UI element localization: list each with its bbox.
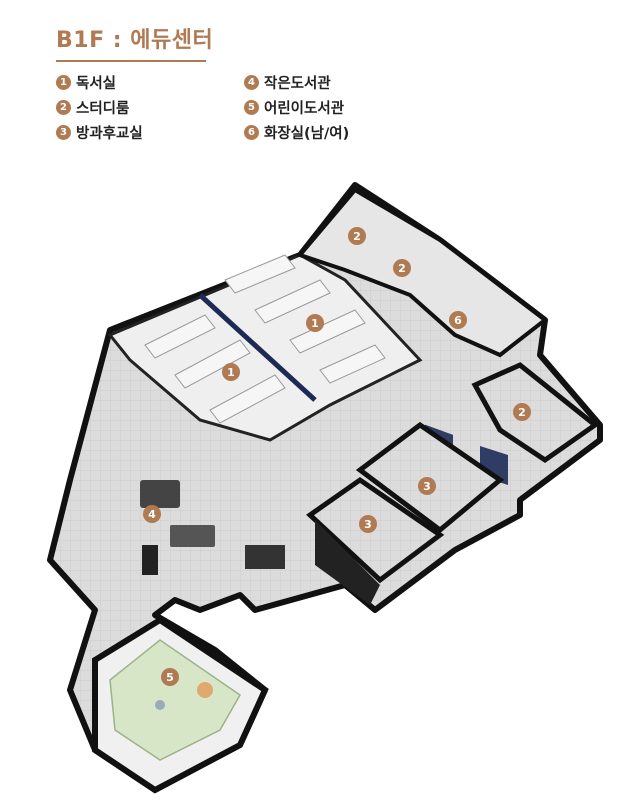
legend-item-restroom: 6 화장실(남/여) xyxy=(244,122,349,143)
legend-label: 방과후교실 xyxy=(76,126,143,142)
marker-study-hall-left: 1 xyxy=(222,363,240,381)
marker-study-room-top: 2 xyxy=(348,227,366,245)
title-underline xyxy=(56,60,206,62)
svg-text:3: 3 xyxy=(364,518,372,531)
header: B1F : 에듀센터 xyxy=(56,22,213,62)
legend-badge: 2 xyxy=(56,100,71,115)
marker-small-library: 4 xyxy=(143,505,161,523)
after-school-rooms xyxy=(306,421,505,605)
marker-study-room-right: 2 xyxy=(513,403,531,421)
page-title: B1F : 에듀센터 xyxy=(56,28,214,53)
svg-text:1: 1 xyxy=(311,317,319,330)
study-hall-zone xyxy=(107,253,423,442)
marker-study-hall-right: 1 xyxy=(306,314,324,332)
legend-label: 화장실(남/여) xyxy=(264,126,350,142)
marker-kids-library: 5 xyxy=(161,668,179,686)
legend-label: 스터디룸 xyxy=(76,101,130,117)
legend-badge: 5 xyxy=(244,100,259,115)
svg-text:5: 5 xyxy=(166,671,174,684)
marker-restroom: 6 xyxy=(449,311,467,329)
svg-text:2: 2 xyxy=(398,262,406,275)
legend-item-small-library: 4 작은도서관 xyxy=(244,72,331,93)
svg-text:2: 2 xyxy=(353,230,361,243)
legend-item-study-hall: 1 독서실 xyxy=(56,72,116,93)
floor-plan: 1 1 2 2 2 6 3 3 4 5 xyxy=(47,182,603,794)
legend-badge: 4 xyxy=(244,75,259,90)
legend-label: 독서실 xyxy=(76,76,117,92)
svg-text:2: 2 xyxy=(518,406,526,419)
legend-item-kids-library: 5 어린이도서관 xyxy=(244,97,344,118)
svg-text:4: 4 xyxy=(148,508,156,521)
legend-item-after-school: 3 방과후교실 xyxy=(56,122,143,143)
study-room-right xyxy=(471,362,600,464)
svg-text:3: 3 xyxy=(423,480,431,493)
room-markers: 1 1 2 2 2 6 3 3 4 5 xyxy=(143,227,531,686)
legend-label: 작은도서관 xyxy=(264,76,331,92)
svg-text:1: 1 xyxy=(227,366,235,379)
kids-library xyxy=(92,616,269,794)
marker-after-school-upper: 3 xyxy=(418,477,436,495)
marker-study-room-mid: 2 xyxy=(393,259,411,277)
legend-item-study-room: 2 스터디룸 xyxy=(56,97,129,118)
legend-badge: 1 xyxy=(56,75,71,90)
legend-label: 어린이도서관 xyxy=(264,101,345,117)
legend-badge: 3 xyxy=(56,125,71,140)
legend-badge: 6 xyxy=(244,125,259,140)
small-library-furniture xyxy=(140,480,285,575)
svg-text:6: 6 xyxy=(454,314,462,327)
marker-after-school-lower: 3 xyxy=(359,515,377,533)
